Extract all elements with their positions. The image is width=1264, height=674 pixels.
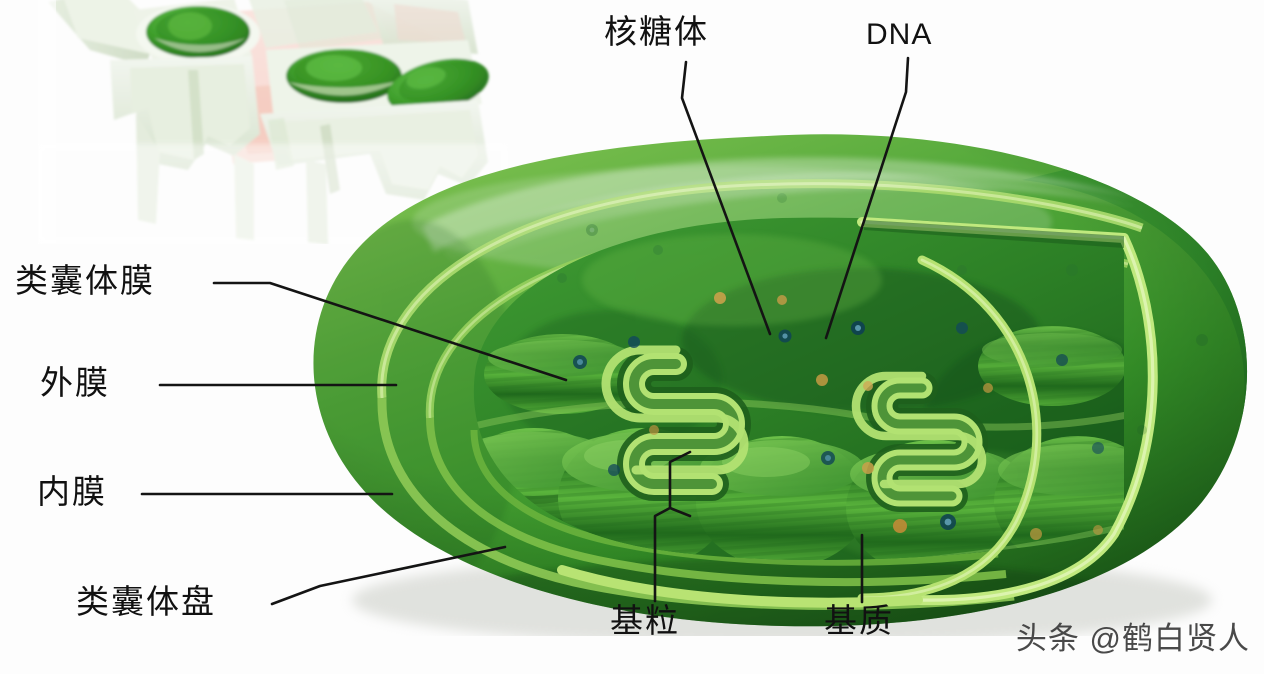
chloroplast-illustration	[262, 130, 1264, 636]
label-stroma: 基质	[824, 604, 894, 640]
surface-speckles	[557, 193, 1208, 435]
label-thylakoid-disc: 类囊体盘	[76, 585, 216, 621]
granum-stack-upper-right	[978, 326, 1124, 406]
label-inner-membrane: 内膜	[37, 475, 107, 511]
watermark: 头条 @鹤白贤人	[1015, 621, 1250, 656]
thylakoid-membrane-right-outer	[851, 371, 987, 489]
thylakoid-membrane-left-outer	[601, 345, 749, 475]
cut-plane-edge	[557, 217, 1158, 608]
plant-cell-inset-photo	[38, 0, 508, 244]
label-outer-membrane: 外膜	[40, 366, 110, 402]
label-dna: DNA	[866, 18, 933, 51]
label-ribosome: 核糖体	[604, 15, 709, 51]
label-granum: 基粒	[610, 604, 680, 640]
granum-stack-center	[696, 436, 868, 561]
label-thylakoid-membrane: 类囊体膜	[15, 264, 155, 300]
